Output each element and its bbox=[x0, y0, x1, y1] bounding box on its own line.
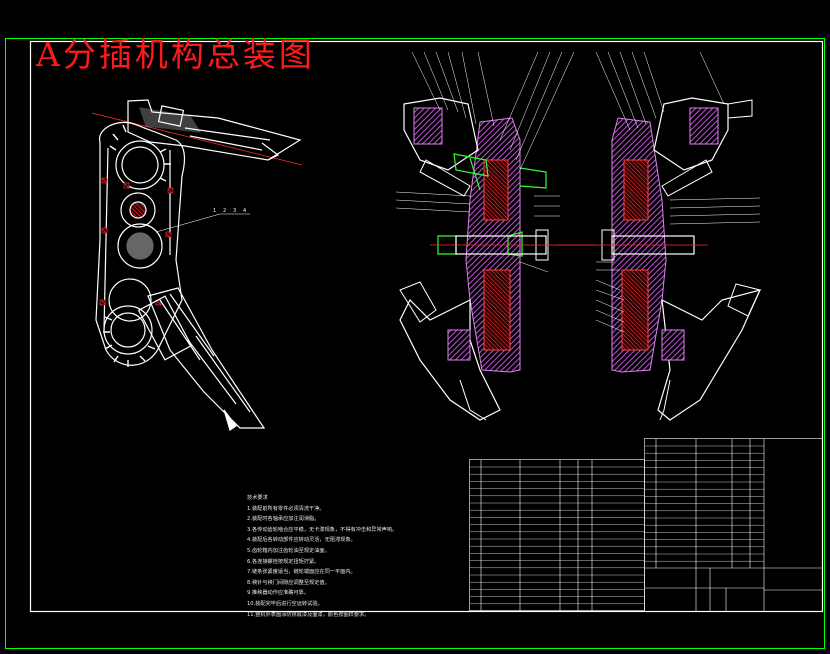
section-view-left bbox=[395, 51, 596, 421]
inner-frame bbox=[29, 40, 824, 613]
svg-text:3: 3 bbox=[233, 208, 236, 214]
note-item: 6.各连接螺栓按规定扭矩拧紧。 bbox=[247, 558, 320, 565]
note-item: 2.装配时各轴承应加注润滑脂。 bbox=[247, 516, 320, 523]
technical-notes: 技术要求 1.装配前所有零件必须清洗干净。 2.装配时各轴承应加注润滑脂。 3.… bbox=[247, 493, 397, 620]
svg-text:1: 1 bbox=[213, 208, 216, 214]
notes-heading: 技术要求 bbox=[247, 495, 268, 501]
section-view-right bbox=[556, 51, 762, 421]
note-item: 7.链条张紧度适当，链轮端面应在同一平面内。 bbox=[247, 569, 356, 576]
note-item: 4.装配后各转动部件应转动灵活，无阻滞现象。 bbox=[247, 537, 356, 544]
outer-frame bbox=[5, 38, 825, 649]
note-item: 1.装配前所有零件必须清洗干净。 bbox=[247, 505, 325, 512]
note-item: 3.各传动齿轮啮合应平稳，无卡滞现象，不得有冲击和异常声响。 bbox=[247, 526, 398, 533]
note-item: 11.整机外表面涂防锈底漆及面漆，颜色按图样要求。 bbox=[247, 611, 370, 618]
parts-list-left bbox=[469, 459, 645, 611]
parts-list-rows bbox=[470, 445, 764, 604]
note-item: 9.推秧器动作应准确可靠。 bbox=[247, 590, 310, 597]
note-item: 5.齿轮箱内加注齿轮油至规定油面。 bbox=[247, 547, 330, 554]
svg-text:2: 2 bbox=[223, 208, 226, 214]
note-item: 8.秧针与秧门间隙应调整至规定值。 bbox=[247, 579, 330, 586]
drawing-title: A分插机构总装图 bbox=[36, 35, 315, 74]
side-view bbox=[91, 99, 303, 431]
svg-text:4: 4 bbox=[243, 208, 246, 214]
title-block bbox=[645, 568, 822, 611]
side-view-labels: 1 2 3 4 bbox=[213, 208, 246, 214]
note-item: 10.装配完毕后进行空运转试验。 bbox=[247, 600, 323, 607]
